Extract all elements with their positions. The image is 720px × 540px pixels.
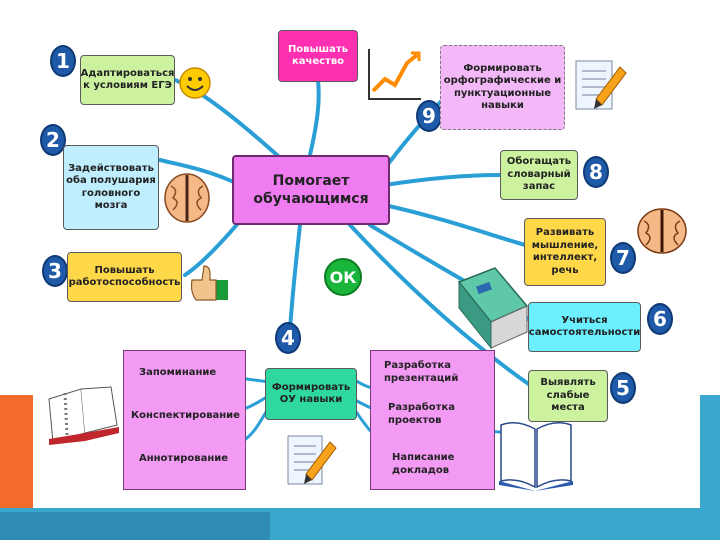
node-weak-spots-label: Выявлять слабые места [531,377,605,415]
node-develop-thinking-label: Развивать мышление, интеллект, речь [527,227,603,277]
node-develop-thinking: Развивать мышление, интеллект, речь [524,218,606,286]
notes-pencil-icon [284,430,340,496]
brain-icon [636,205,688,261]
node-work-capacity-label: Повышать работоспособность [69,265,181,290]
pencil-notes-icon [572,55,628,121]
node-independence: Учиться самостоятельности [528,302,641,352]
node-study-skills: Формировать ОУ навыки [265,368,357,420]
brain-icon [163,172,211,228]
node-spelling-skills: Формировать орфографические и пунктуацио… [440,45,565,130]
number-badge-1: 1 [50,45,76,77]
notebook-icon [45,385,121,449]
central-node: Помогает обучающимся [232,155,390,225]
number-badge-6: 6 [647,303,673,335]
node-vocabulary: Обогащать словарный запас [500,150,578,200]
thumbs-up-icon [188,262,232,308]
node-work-capacity: Повышать работоспособность [67,252,182,302]
book-icon [455,262,531,356]
smiley-icon [178,66,212,104]
right-skill-reports: Написание докладов [392,452,462,477]
left-skill-notes: Конспектирование [131,410,240,423]
ok-badge: ОК [324,258,362,296]
left-skill-memorize: Запоминание [139,367,216,380]
node-study-skills-label: Формировать ОУ навыки [268,382,354,407]
open-book-icon [497,415,575,495]
node-both-hemispheres-label: Задействовать оба полушария головного мо… [66,163,156,213]
node-adapt-ege: Адаптироваться к условиям ЕГЭ [80,55,175,105]
number-badge-8: 8 [583,156,609,188]
central-node-label: Помогает обучающимся [236,172,386,208]
number-badge-3: 3 [42,255,68,287]
number-badge-9: 9 [416,100,442,132]
number-badge-4: 4 [275,322,301,354]
number-badge-7: 7 [610,242,636,274]
number-badge-5: 5 [610,372,636,404]
node-adapt-ege-label: Адаптироваться к условиям ЕГЭ [81,68,175,93]
right-skill-projects: Разработка проектов [388,402,458,427]
node-raise-quality: Повышать качество [278,30,358,82]
chart-icon [365,45,423,107]
node-both-hemispheres: Задействовать оба полушария головного мо… [63,145,159,230]
node-spelling-skills-label: Формировать орфографические и пунктуацио… [443,63,562,113]
left-skill-annotate: Аннотирование [139,453,228,466]
right-skill-presentations: Разработка презентаций [384,360,454,385]
node-raise-quality-label: Повышать качество [281,44,355,69]
node-independence-label: Учиться самостоятельности [529,315,640,340]
node-vocabulary-label: Обогащать словарный запас [503,156,575,194]
